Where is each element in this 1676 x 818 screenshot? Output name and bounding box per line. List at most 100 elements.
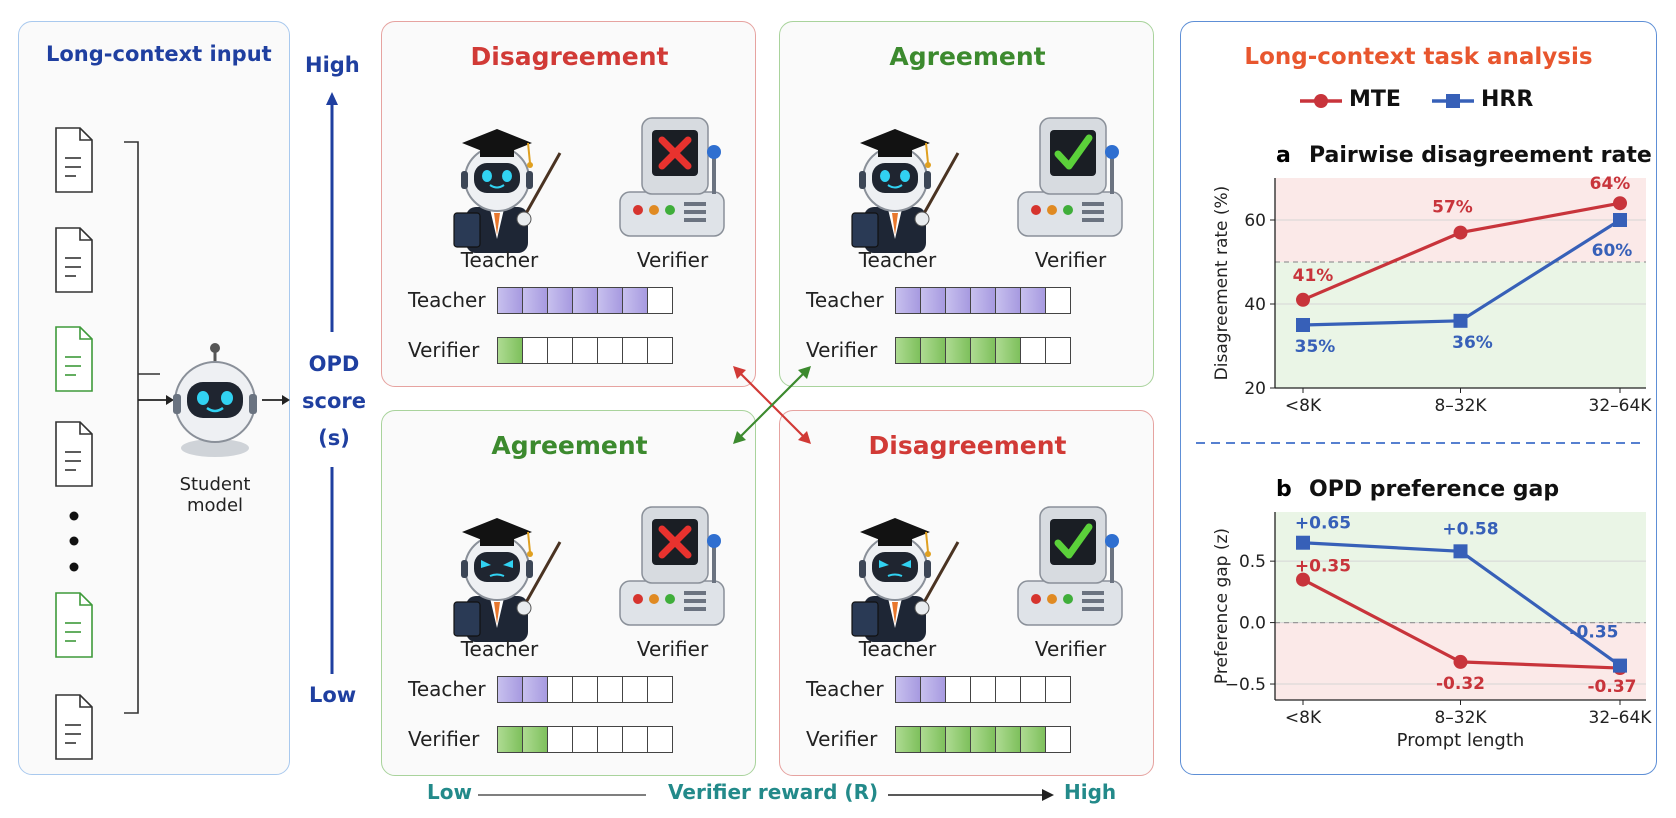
verifier-score-bar [497, 726, 673, 753]
verifier-machine-icon [619, 506, 725, 626]
score-cell [572, 676, 598, 703]
score-cell [497, 337, 523, 364]
teacher-label: Teacher [460, 637, 539, 661]
score-cell [497, 287, 523, 314]
score-cell [920, 287, 946, 314]
legend-hrr-label: HRR [1481, 87, 1534, 112]
data-point-square [1453, 313, 1468, 328]
data-label: -0.32 [1436, 674, 1485, 694]
input-panel-title: Long-context input [46, 42, 272, 66]
chart-b-letter: b [1276, 477, 1292, 502]
score-cell [597, 287, 623, 314]
score-cell [547, 337, 573, 364]
score-cell [522, 337, 548, 364]
verifier-row-label: Verifier [408, 338, 480, 362]
score-cell [522, 287, 548, 314]
score-cell [597, 726, 623, 753]
y-axis-label: Disagreement rate (%) [1212, 186, 1232, 381]
quadrant-cross-arrows [733, 366, 811, 444]
score-cell [497, 676, 523, 703]
y-axis-label: Preference gap (z) [1212, 528, 1232, 684]
score-cell [572, 726, 598, 753]
score-cell [647, 337, 673, 364]
data-point-circle [1453, 225, 1468, 240]
score-cell [597, 676, 623, 703]
teacher-row-label: Teacher [408, 288, 486, 312]
teacher-score-bar [497, 287, 673, 314]
verifier-row-label: Verifier [806, 727, 878, 751]
verifier-label: Verifier [1034, 248, 1107, 272]
teacher-label: Teacher [858, 248, 937, 272]
score-cell [622, 287, 648, 314]
teacher-robot-icon [851, 518, 960, 642]
legend-mte-marker [1314, 94, 1328, 108]
data-point-square [1296, 318, 1310, 332]
document-icon [55, 694, 93, 760]
score-cell [547, 287, 573, 314]
chart-b-title: OPD preference gap [1309, 477, 1560, 502]
score-cell [547, 676, 573, 703]
y-tick-label: 20 [1244, 379, 1266, 399]
score-cell [1020, 337, 1046, 364]
x-tick-label: 32–64K [1589, 396, 1653, 416]
teacher-robot-icon [453, 129, 562, 253]
document-icon [55, 227, 93, 293]
data-point-square [1613, 213, 1627, 227]
data-point-circle [1296, 572, 1310, 587]
opd-low-label: Low [309, 683, 357, 707]
data-label: +0.65 [1295, 514, 1351, 534]
score-cell [647, 287, 673, 314]
y-tick-label: 0.5 [1239, 552, 1266, 572]
y-tick-label: −0.5 [1225, 675, 1266, 695]
data-label: 41% [1293, 266, 1334, 286]
reward-high-label: High [1064, 780, 1117, 804]
data-point-square [1296, 535, 1310, 550]
score-cell [895, 337, 921, 364]
score-cell [995, 676, 1021, 703]
opd-score-label: OPD score (s) [302, 352, 366, 450]
score-cell [1020, 676, 1046, 703]
score-cell [522, 726, 548, 753]
score-cell [622, 726, 648, 753]
verifier-label: Verifier [636, 637, 709, 661]
score-cell [970, 726, 996, 753]
score-cell [995, 337, 1021, 364]
verifier-machine-icon [1017, 117, 1123, 237]
teacher-robot-icon [851, 129, 960, 253]
score-cell [647, 676, 673, 703]
legend-hrr-marker [1446, 94, 1460, 108]
score-cell [920, 337, 946, 364]
data-label: 35% [1295, 337, 1336, 357]
data-point-circle [1296, 292, 1310, 307]
y-tick-label: 0.0 [1239, 614, 1266, 634]
reward-axis-arrow [888, 789, 1054, 801]
score-cell [622, 337, 648, 364]
data-label: -0.37 [1588, 677, 1637, 697]
teacher-row-label: Teacher [408, 677, 486, 701]
score-cell [945, 726, 971, 753]
chart-a-title: Pairwise disagreement rate [1309, 143, 1652, 168]
student-model-label: Student model [179, 474, 251, 516]
score-cell [945, 337, 971, 364]
score-cell [895, 726, 921, 753]
score-cell [995, 287, 1021, 314]
verifier-row-label: Verifier [806, 338, 878, 362]
score-cell [970, 676, 996, 703]
x-tick-label: 8–32K [1434, 708, 1487, 728]
x-tick-label: 32–64K [1589, 708, 1653, 728]
reward-axis-line-left [478, 794, 646, 796]
score-cell [1045, 676, 1071, 703]
x-tick-label: <8K [1285, 708, 1322, 728]
quadrant-title: Agreement [889, 42, 1046, 71]
data-label: -0.35 [1570, 623, 1619, 643]
quadrant-title: Agreement [491, 431, 648, 460]
verifier-score-bar [895, 337, 1071, 364]
data-point-circle [1613, 196, 1627, 211]
score-cell [497, 726, 523, 753]
data-label: 64% [1590, 174, 1631, 194]
document-icon [55, 127, 93, 193]
